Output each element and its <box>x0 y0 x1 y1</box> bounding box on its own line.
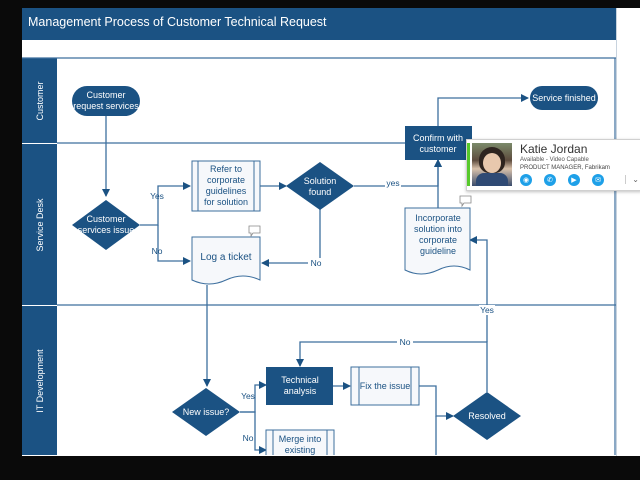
svg-text:Customer: Customer <box>86 214 125 224</box>
lane-label-customer: Customer <box>22 58 57 143</box>
diagram-title: Management Process of Customer Technical… <box>28 15 327 29</box>
contact-card[interactable]: Katie Jordan Available - Video Capable P… <box>466 139 640 191</box>
edge-resolved-yes <box>469 236 488 342</box>
svg-text:Service finished: Service finished <box>532 93 596 103</box>
node-refer-guidelines[interactable]: Refer to corporate guidelines for soluti… <box>191 160 261 212</box>
edge-solution-no <box>261 209 321 267</box>
chevron-down-icon[interactable]: ⌄ <box>625 175 639 184</box>
video-icon[interactable]: ▶ <box>568 174 580 186</box>
edge-labels: Yes No yes No Yes No No Yes <box>150 178 495 443</box>
svg-text:request services: request services <box>73 101 139 111</box>
label-resolved-no: No <box>400 337 411 347</box>
lane-label-it-development: IT Development <box>22 306 57 455</box>
label-newissue-no: No <box>243 433 254 443</box>
node-fix-issue[interactable]: Fix the issue <box>350 366 420 406</box>
node-incorporate-solution[interactable]: Incorporate solution into corporate guid… <box>404 207 471 275</box>
node-confirm-customer[interactable]: Confirm with customer <box>405 126 472 160</box>
edge-issue-yes <box>140 182 191 226</box>
email-icon[interactable]: ✉ <box>592 174 604 186</box>
node-resolved[interactable]: Resolved <box>453 392 521 440</box>
svg-text:New issue?: New issue? <box>183 407 230 417</box>
svg-text:existing: existing <box>285 445 316 455</box>
contact-name: Katie Jordan <box>520 142 588 156</box>
node-solution-found[interactable]: Solution found <box>286 162 354 210</box>
svg-text:customer: customer <box>419 144 456 154</box>
svg-text:for solution: for solution <box>204 197 248 207</box>
label-solution-yes: yes <box>386 178 399 188</box>
phone-icon[interactable]: ✆ <box>544 174 556 186</box>
svg-text:Refer to: Refer to <box>210 164 242 174</box>
svg-text:guidelines: guidelines <box>206 186 247 196</box>
svg-text:guideline: guideline <box>420 246 456 256</box>
avatar[interactable] <box>472 143 512 186</box>
svg-text:found: found <box>309 187 332 197</box>
edge-newissue-no <box>240 411 267 454</box>
edge-resolved-no <box>296 341 488 392</box>
svg-text:Resolved: Resolved <box>468 411 506 421</box>
label-newissue-yes: Yes <box>241 391 255 401</box>
svg-text:Fix the issue: Fix the issue <box>360 381 411 391</box>
label-resolved-yes: Yes <box>480 305 494 315</box>
comment-icon[interactable] <box>459 195 472 208</box>
node-service-finished[interactable]: Service finished <box>530 86 598 110</box>
presence-indicator <box>467 143 470 186</box>
svg-text:services issue: services issue <box>78 225 135 235</box>
contact-role: PRODUCT MANAGER, Fabrikam <box>520 165 610 171</box>
node-new-issue[interactable]: New issue? <box>172 388 240 436</box>
title-bar <box>22 8 616 40</box>
svg-text:solution into: solution into <box>414 224 462 234</box>
svg-text:analysis: analysis <box>284 386 317 396</box>
canvas-edge <box>616 8 640 456</box>
bottom-bezel <box>0 456 640 480</box>
instant-message-icon[interactable]: ◉ <box>520 174 532 186</box>
label-solution-no: No <box>311 258 322 268</box>
svg-text:Merge into: Merge into <box>279 434 322 444</box>
label-issue-yes: Yes <box>150 191 164 201</box>
svg-text:Customer: Customer <box>86 90 125 100</box>
svg-text:Technical: Technical <box>281 375 319 385</box>
svg-text:Log a ticket: Log a ticket <box>200 252 251 263</box>
svg-text:corporate: corporate <box>419 235 457 245</box>
comment-icon[interactable] <box>248 225 261 238</box>
node-log-ticket[interactable]: Log a ticket <box>191 236 261 285</box>
svg-text:Confirm with: Confirm with <box>413 133 463 143</box>
label-issue-no: No <box>152 246 163 256</box>
lane-label-service-desk: Service Desk <box>22 144 57 305</box>
svg-text:Solution: Solution <box>304 176 337 186</box>
node-merge-existing[interactable]: Merge into existing <box>265 429 335 455</box>
node-customer-services-issue[interactable]: Customer services issue <box>72 200 140 250</box>
node-customer-request[interactable]: Customer request services <box>72 86 140 116</box>
contact-status: Available - Video Capable <box>520 157 589 163</box>
edge-confirm-to-finished <box>437 94 529 126</box>
edge-fix-to-resolved <box>419 385 454 420</box>
svg-text:Incorporate: Incorporate <box>415 213 461 223</box>
node-technical-analysis[interactable]: Technical analysis <box>266 367 333 405</box>
svg-text:corporate: corporate <box>207 175 245 185</box>
edge-issue-no <box>157 225 191 265</box>
